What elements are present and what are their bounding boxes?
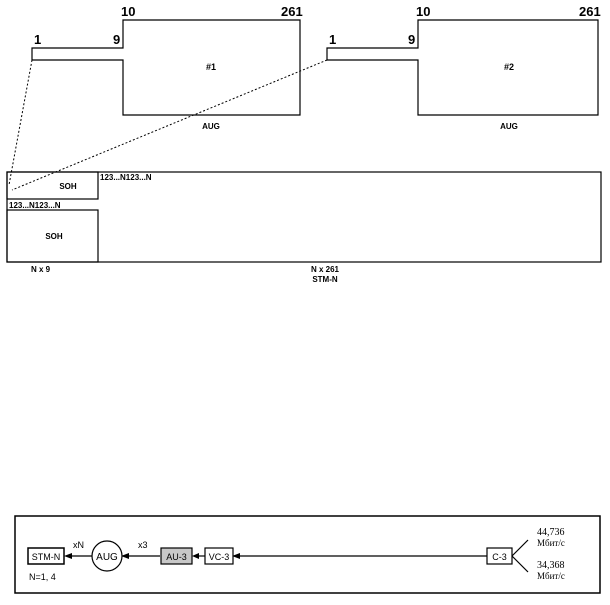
aug1-label: AUG xyxy=(202,122,220,131)
c3-block xyxy=(486,547,513,565)
stm-frame: SOH SOH 123...N123...N 123...N123...N N … xyxy=(6,171,602,284)
stm-name-label: STM-N xyxy=(312,275,338,284)
mapping-panel-border xyxy=(14,515,601,594)
aug2-label: AUG xyxy=(500,122,518,131)
aug1-col-start: 1 xyxy=(34,32,41,47)
n-values-note: N=1, 4 xyxy=(29,572,56,582)
aug2-col-payload-start: 10 xyxy=(416,4,430,19)
width-total-label: N x 261 xyxy=(311,265,340,274)
aug1-id: #1 xyxy=(206,62,216,72)
vc3-block-label: VC-3 xyxy=(209,552,230,562)
multiplier-xn: xN xyxy=(73,540,84,550)
c3-block-label: C-3 xyxy=(492,552,507,562)
aug2-col-start: 1 xyxy=(329,32,336,47)
rate-44736-unit: Мбит/с xyxy=(537,538,565,548)
input-line-44736 xyxy=(511,539,529,557)
soh-top-label: SOH xyxy=(59,182,77,191)
soh-top-box xyxy=(6,171,99,200)
arrowhead-stm xyxy=(64,553,72,559)
rate-34368-value: 34,368 xyxy=(537,560,565,571)
aug-frame-1: 1 9 10 261 #1 AUG xyxy=(31,4,303,131)
arrowhead-vc3 xyxy=(232,553,240,559)
width-soh-label: N x 9 xyxy=(31,265,51,274)
rate-44736-value: 44,736 xyxy=(537,527,565,538)
soh-bottom-box xyxy=(6,209,99,263)
aug1-col-payload-start: 10 xyxy=(121,4,135,19)
mapping-dashed-lines xyxy=(8,59,328,191)
interleave-top-label: 123...N123...N xyxy=(100,173,152,182)
arrowhead-au3 xyxy=(192,553,199,559)
vc3-block xyxy=(204,547,234,565)
aug1-col-pointer-end: 9 xyxy=(113,32,120,47)
stm-frame-outline xyxy=(6,171,602,263)
aug-frame-2-outline xyxy=(326,19,599,116)
rate-34368-unit: Мбит/с xyxy=(537,571,565,581)
stm-block-label: STM-N xyxy=(32,552,61,562)
au3-block-label: AU-3 xyxy=(166,552,187,562)
soh-bottom-label: SOH xyxy=(45,232,63,241)
au3-block xyxy=(160,547,193,565)
aug2-col-end: 261 xyxy=(579,4,601,19)
multiplier-x3: x3 xyxy=(138,540,148,550)
aug-frame-1-outline xyxy=(31,19,301,116)
input-line-34368 xyxy=(511,555,529,573)
dashed-line-aug1 xyxy=(8,59,33,186)
stm-block xyxy=(27,547,65,565)
mapping-structure-panel: STM-N AUG AU-3 VC-3 C-3 xN x3 N=1, 4 44,… xyxy=(14,515,601,594)
arrowhead-aug xyxy=(121,553,129,559)
aug-circle-label: AUG xyxy=(96,552,118,563)
aug2-col-pointer-end: 9 xyxy=(408,32,415,47)
aug-circle xyxy=(91,540,123,572)
dashed-line-aug2 xyxy=(11,59,328,191)
interleave-left-label: 123...N123...N xyxy=(9,201,61,210)
aug2-id: #2 xyxy=(504,62,514,72)
aug-frame-2: 1 9 10 261 #2 AUG xyxy=(326,4,601,131)
aug1-col-end: 261 xyxy=(281,4,303,19)
